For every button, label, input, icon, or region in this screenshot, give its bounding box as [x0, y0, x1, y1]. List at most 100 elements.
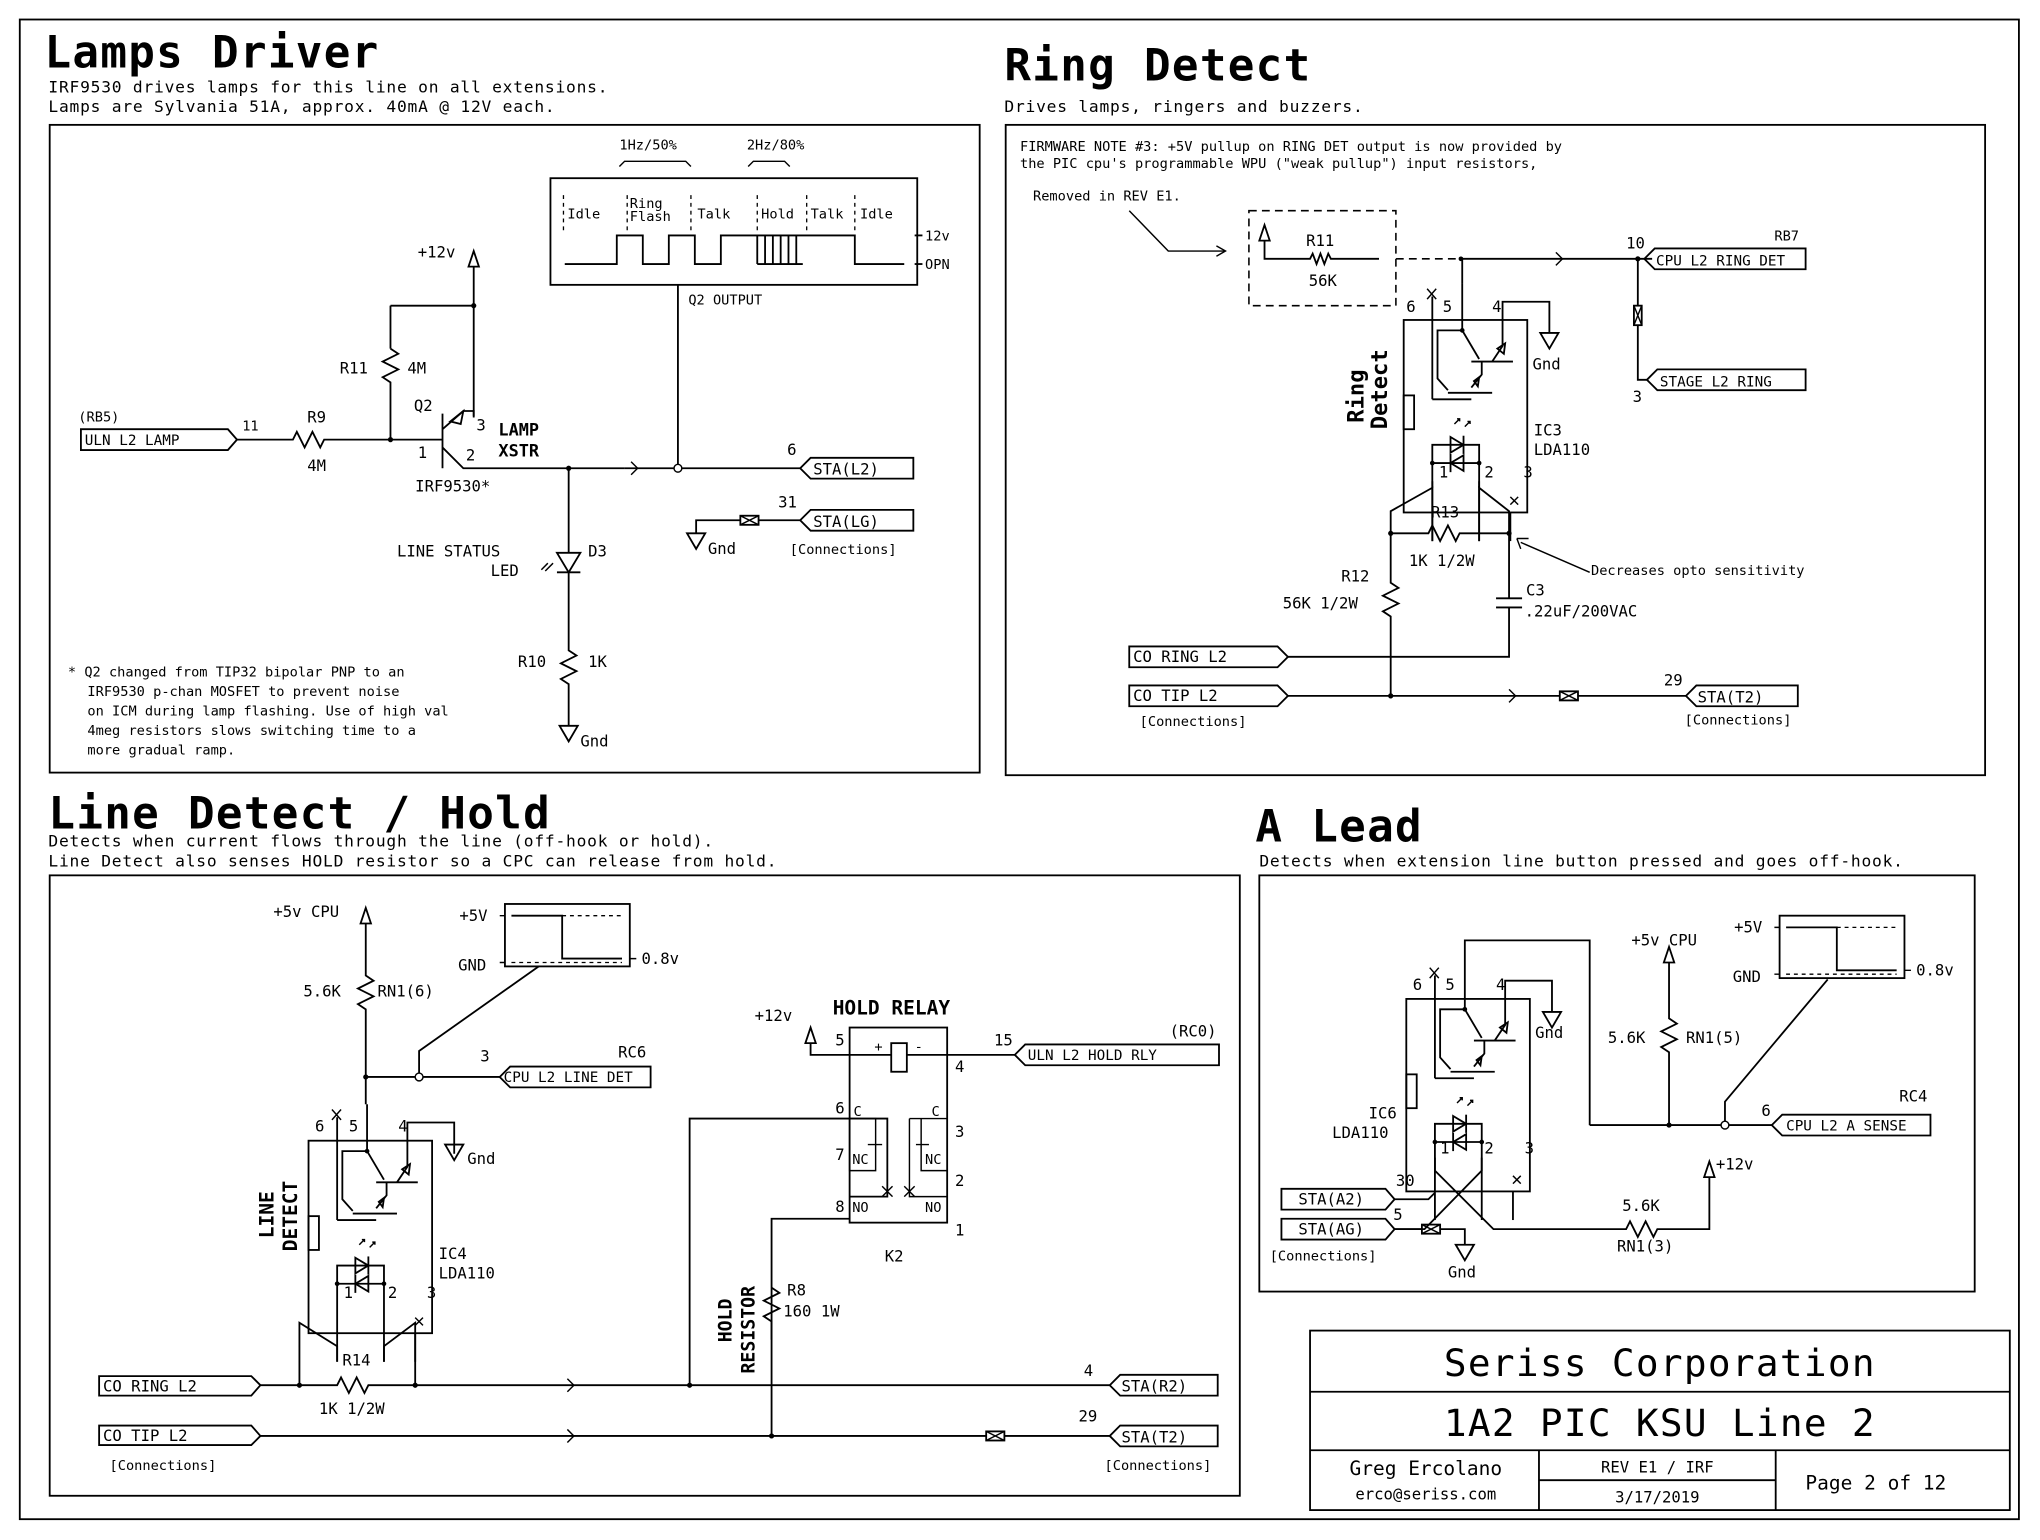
component-value: 5.6K	[1608, 1029, 1646, 1047]
svg-text:4meg resistors slows switching: 4meg resistors slows switching time to a	[87, 723, 416, 739]
lamps-driver-section: Lamps Driver IRF9530 drives lamps for th…	[44, 28, 981, 774]
line-detect-section: Line Detect / Hold Detects when current …	[48, 789, 1241, 1497]
supply-label: +5v CPU	[1631, 932, 1697, 950]
component-part: LDA110	[1332, 1124, 1388, 1142]
component-value: 4M	[307, 457, 326, 475]
component-value: 56K	[1309, 272, 1338, 290]
port-sta-t2: STA(T2) 29 [Connections]	[1664, 671, 1799, 728]
svg-text:Gnd: Gnd	[708, 540, 736, 558]
port-sta-l2: STA(L2) 6	[787, 441, 915, 480]
connections-label: [Connections]	[110, 1458, 217, 1474]
supply-label: +5v CPU	[273, 903, 339, 921]
pin-number: 15	[994, 1032, 1013, 1050]
svg-text:2: 2	[955, 1172, 964, 1190]
cpu-reg: RC6	[618, 1043, 646, 1061]
ic-label: Ring	[1343, 369, 1369, 422]
svg-text:1: 1	[418, 444, 427, 462]
section-title: A Lead	[1255, 802, 1423, 853]
svg-text:4: 4	[1496, 976, 1505, 994]
hold-relay-k2: HOLD RELAY +12v + - 5 4 6 3 7 2 8 1 C C …	[688, 997, 1015, 1436]
svg-text:more gradual ramp.: more gradual ramp.	[87, 742, 235, 758]
svg-text:ULN L2 LAMP: ULN L2 LAMP	[85, 433, 180, 449]
svg-text:Gnd: Gnd	[1448, 1263, 1476, 1281]
resistor-rn1-3	[1434, 1157, 1711, 1239]
pin-number: 29	[1664, 671, 1683, 689]
resistor-r13	[1390, 523, 1510, 544]
svg-text:STA(L2): STA(L2)	[813, 461, 879, 479]
svg-text:STA(LG): STA(LG)	[813, 513, 879, 531]
component-value: 56K 1/2W	[1283, 595, 1359, 613]
svg-text:+: +	[874, 1039, 882, 1055]
port-sta-t2: STA(T2) 29 [Connections]	[1079, 1408, 1219, 1474]
section-desc: Line Detect also senses HOLD resistor so…	[48, 851, 777, 870]
capacitor-c3	[1287, 533, 1523, 658]
svg-text:1: 1	[344, 1284, 353, 1302]
xstr-label: XSTR	[498, 441, 540, 461]
author-email: erco@seriss.com	[1355, 1486, 1496, 1504]
svg-text:GND: GND	[458, 956, 486, 974]
svg-text:-: -	[915, 1039, 923, 1055]
threshold-scope: +5V GND 0.8v	[418, 903, 679, 1075]
section-desc: Detects when current flows through the l…	[48, 832, 714, 851]
component-ref: IC4	[439, 1245, 467, 1263]
cpu-reg: (RB5)	[78, 409, 119, 425]
pin-number: 31	[778, 493, 797, 511]
timing-caption: Q2 OUTPUT	[688, 292, 762, 308]
port-co-tip-l2: CO TIP L2	[1128, 684, 1290, 708]
svg-text:2: 2	[388, 1284, 397, 1302]
component-ref: K2	[885, 1248, 904, 1266]
svg-text:STA(AG): STA(AG)	[1298, 1220, 1364, 1238]
svg-text:3: 3	[1525, 1140, 1534, 1158]
component-ref: RN1(5)	[1686, 1029, 1742, 1047]
timing-state: Flash	[630, 209, 671, 225]
component-ref: R14	[342, 1352, 370, 1370]
svg-text:* Q2 changed from TIP32 bipola: * Q2 changed from TIP32 bipolar PNP to a…	[68, 664, 405, 680]
page-number: Page 2 of 12	[1805, 1471, 1946, 1494]
timing-state: Idle	[567, 207, 600, 223]
component-ref: R11	[340, 359, 368, 377]
svg-text:CPU L2 LINE DET: CPU L2 LINE DET	[504, 1070, 634, 1086]
svg-text:CO RING L2: CO RING L2	[1133, 648, 1227, 666]
svg-text:NO: NO	[925, 1200, 941, 1216]
xstr-label: LAMP	[498, 420, 539, 440]
freq-label: 2Hz/80%	[747, 138, 805, 154]
removed-pullup-box	[1248, 209, 1397, 307]
component-ref: C3	[1526, 582, 1545, 600]
timing-state: Hold	[761, 207, 794, 223]
resistor-r14	[260, 1375, 1110, 1396]
svg-text:6: 6	[315, 1118, 324, 1136]
connections-label: [Connections]	[1270, 1248, 1377, 1264]
svg-text:5: 5	[1443, 298, 1452, 316]
pin-number: 5	[1393, 1206, 1402, 1224]
svg-text:Gnd: Gnd	[1535, 1024, 1563, 1042]
svg-text:CO TIP L2: CO TIP L2	[1133, 687, 1218, 705]
svg-text:GND: GND	[1733, 968, 1761, 986]
svg-text:3: 3	[476, 417, 485, 435]
pin-number: 6	[1761, 1102, 1770, 1120]
timing-state: Talk	[811, 207, 844, 223]
ic-label: Detect	[1367, 349, 1393, 429]
resistor-r11	[380, 347, 401, 440]
svg-text:C: C	[932, 1104, 940, 1120]
timing-state: Idle	[860, 207, 893, 223]
component-value: 1K 1/2W	[1409, 552, 1475, 570]
section-title: Ring Detect	[1004, 41, 1311, 92]
component-ref: R11	[1306, 232, 1334, 250]
ring-detect-section: Ring Detect Drives lamps, ringers and bu…	[1004, 41, 1987, 777]
resistor-r10	[558, 572, 579, 726]
cpu-reg: RC4	[1899, 1088, 1927, 1106]
a-lead-section: A Lead Detects when extension line butto…	[1255, 802, 1976, 1293]
svg-text:CPU L2 RING DET: CPU L2 RING DET	[1656, 253, 1786, 269]
svg-text:4: 4	[955, 1058, 964, 1076]
svg-text:8: 8	[835, 1198, 844, 1216]
opto-ic4: 6 5 4 1 2 3 Gnd IC4 LDA110 LINE DETECT	[255, 1076, 495, 1363]
resistor-rn1-6	[355, 923, 376, 1077]
component-ref: RN1(6)	[377, 982, 433, 1000]
svg-text:5: 5	[349, 1118, 358, 1136]
timing-state: Talk	[697, 207, 730, 223]
section-desc: Lamps are Sylvania 51A, approx. 40mA @ 1…	[48, 97, 555, 116]
port-sta-ag: STA(AG) 5 Gnd	[1280, 1206, 1476, 1281]
connections-label: [Connections]	[790, 542, 897, 558]
svg-text:4: 4	[398, 1118, 407, 1136]
supply-label: +12v	[418, 244, 456, 262]
